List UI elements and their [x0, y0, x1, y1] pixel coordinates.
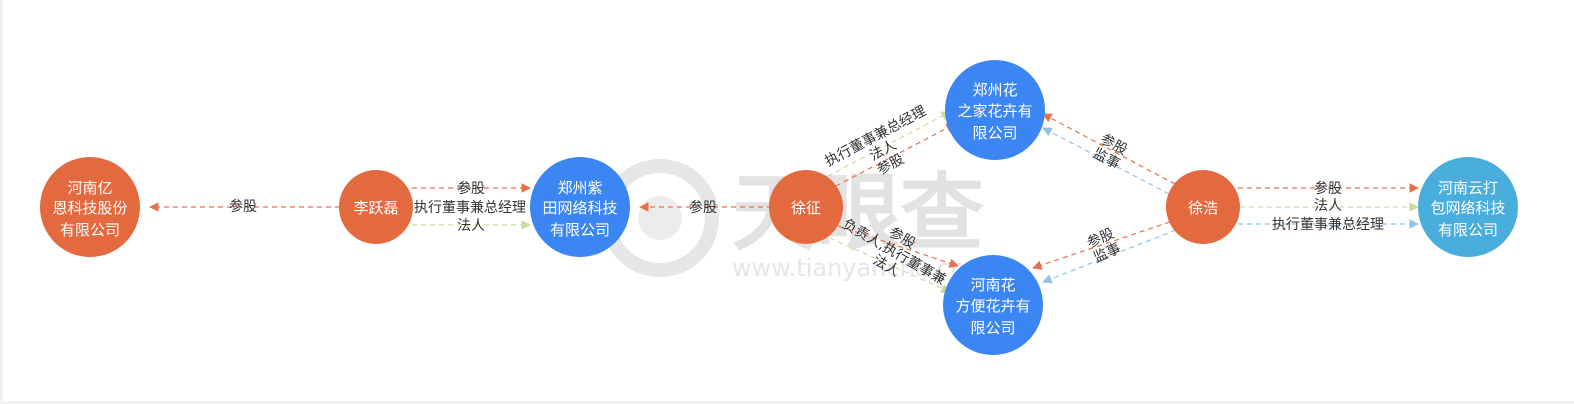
nodes[interactable]: 河南亿 恩科技股份 有限公司 李跃磊 郑州紫 田网络科技 有限公司 徐征 郑州花…: [40, 60, 1518, 355]
edge-xuzheng-huafangbian-legal: [829, 237, 951, 293]
node-circle[interactable]: [945, 60, 1045, 160]
edge-xuhao-huafangbian-super: [1042, 229, 1177, 284]
node-label: 有限公司: [60, 221, 120, 239]
node-label: 李跃磊: [353, 199, 398, 217]
node-label: 包网络科技: [1430, 199, 1505, 217]
edge-xuzheng-huazhijia-invest: [835, 123, 956, 187]
edge-xuhao-huafangbian-invest: [1032, 221, 1171, 270]
node-label: 郑州紫: [557, 179, 602, 197]
node-circle[interactable]: [1166, 170, 1240, 244]
edge-label: 法人: [457, 218, 485, 234]
node-henan-huafangbian[interactable]: 河南花 方便花卉有 限公司: [943, 255, 1043, 355]
node-label: 限公司: [972, 124, 1017, 142]
node-label: 河南花: [970, 276, 1015, 294]
node-zhengzhou-zitian[interactable]: 郑州紫 田网络科技 有限公司: [530, 157, 630, 257]
edge-label: 参股: [689, 199, 717, 216]
edge-xuhao-huazhijia-invest: [1042, 113, 1176, 185]
node-circle[interactable]: [1418, 157, 1518, 257]
node-henan-yunda[interactable]: 河南云打 包网络科技 有限公司: [1418, 157, 1518, 257]
node-label: 之家花卉有: [957, 102, 1032, 120]
edge-label: 执行董事兼总经理: [414, 200, 526, 216]
node-label: 限公司: [970, 319, 1015, 337]
edge-label: 执行董事兼总经理: [1272, 217, 1384, 233]
edge-label-group-xuhao-huazhijia: 参股 监事: [1090, 130, 1130, 172]
node-circle[interactable]: [769, 170, 843, 244]
node-label: 河南云打: [1438, 179, 1498, 197]
node-label: 恩科技股份: [52, 199, 127, 217]
edge-label-group-xuhao-huafangbian: 参股 监事: [1084, 225, 1123, 267]
bottom-border: [0, 401, 1574, 404]
edge-xuzheng-huazhijia-legal: [827, 111, 951, 177]
watermark-url: www.tianyancha.com: [732, 254, 988, 282]
node-label: 徐浩: [1188, 199, 1218, 217]
left-border: [0, 0, 3, 404]
edge-xuhao-huazhijia-super: [1042, 127, 1170, 195]
node-xu-zheng[interactable]: 徐征: [769, 170, 843, 244]
edge-label: 参股: [457, 180, 485, 197]
node-li-yuelei[interactable]: 李跃磊: [339, 170, 413, 244]
node-circle[interactable]: [530, 157, 630, 257]
node-label: 有限公司: [1438, 221, 1498, 239]
node-circle[interactable]: [40, 157, 140, 257]
node-label: 河南亿: [67, 179, 112, 197]
edge-label: 参股: [1314, 180, 1342, 197]
node-xu-hao[interactable]: 徐浩: [1166, 170, 1240, 244]
node-label: 郑州花: [972, 81, 1017, 99]
edge-label: 法人: [1314, 198, 1342, 214]
edge-label: 参股: [229, 198, 257, 215]
node-label: 有限公司: [550, 221, 610, 239]
node-henan-yien[interactable]: 河南亿 恩科技股份 有限公司: [40, 157, 140, 257]
node-circle[interactable]: [943, 255, 1043, 355]
node-circle[interactable]: [339, 170, 413, 244]
node-label: 田网络科技: [542, 199, 617, 217]
node-zhengzhou-huazhijia[interactable]: 郑州花 之家花卉有 限公司: [945, 60, 1045, 160]
edge-xuzheng-huafangbian-invest: [837, 225, 959, 268]
node-label: 徐征: [791, 199, 821, 217]
node-label: 方便花卉有: [955, 297, 1030, 315]
